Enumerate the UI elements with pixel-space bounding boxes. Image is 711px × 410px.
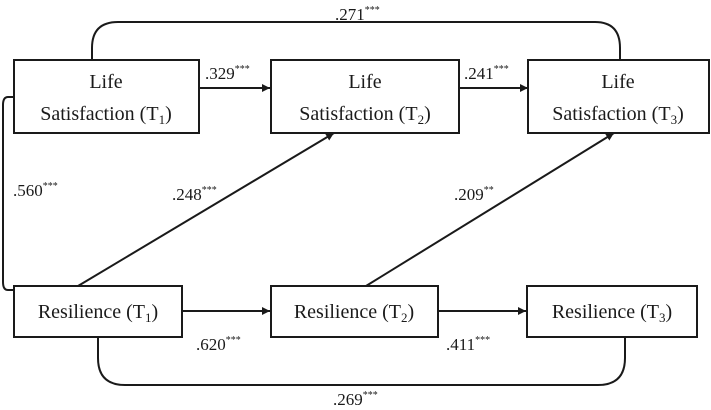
coef-label-r2-ls3: .209** xyxy=(454,185,494,204)
node-resilience-t2: Resilience (T2) xyxy=(270,285,439,338)
coef-label-r1-ls2: .248*** xyxy=(172,185,217,204)
edge-ls1-ls3 xyxy=(91,21,621,60)
node-label-line2: Satisfaction (T2) xyxy=(299,103,430,127)
coef-label-ls2-ls3: .241*** xyxy=(464,64,509,83)
node-resilience-t3: Resilience (T3) xyxy=(526,285,698,338)
node-life-satisfaction-t1: Life Satisfaction (T1) xyxy=(13,59,200,134)
node-label-line1: Life xyxy=(348,71,381,93)
coef-label-ls1-ls2: .329*** xyxy=(205,64,250,83)
node-label-line1: Life xyxy=(601,71,634,93)
node-label-line2: Satisfaction (T3) xyxy=(552,103,683,127)
node-label: Resilience (T1) xyxy=(38,301,158,325)
coef-label-r1-r3: .269*** xyxy=(333,390,378,409)
node-label: Resilience (T3) xyxy=(552,301,672,325)
coef-label-r2-r3: .411*** xyxy=(446,335,490,354)
coef-label-ls1-ls3: .271*** xyxy=(335,5,380,24)
node-label: Resilience (T2) xyxy=(294,301,414,325)
node-life-satisfaction-t2: Life Satisfaction (T2) xyxy=(270,59,460,134)
edge-r2-ls3 xyxy=(365,132,615,287)
edge-ls1-r1 xyxy=(2,96,14,291)
edge-r1-r3 xyxy=(97,338,626,386)
coef-label-ls1-r1: .560*** xyxy=(13,181,58,200)
coef-label-r1-r2: .620*** xyxy=(196,335,241,354)
node-label-line1: Life xyxy=(89,71,122,93)
node-label-line2: Satisfaction (T1) xyxy=(40,103,171,127)
node-life-satisfaction-t3: Life Satisfaction (T3) xyxy=(527,59,710,134)
edge-r1-ls2 xyxy=(77,132,335,287)
node-resilience-t1: Resilience (T1) xyxy=(13,285,183,338)
